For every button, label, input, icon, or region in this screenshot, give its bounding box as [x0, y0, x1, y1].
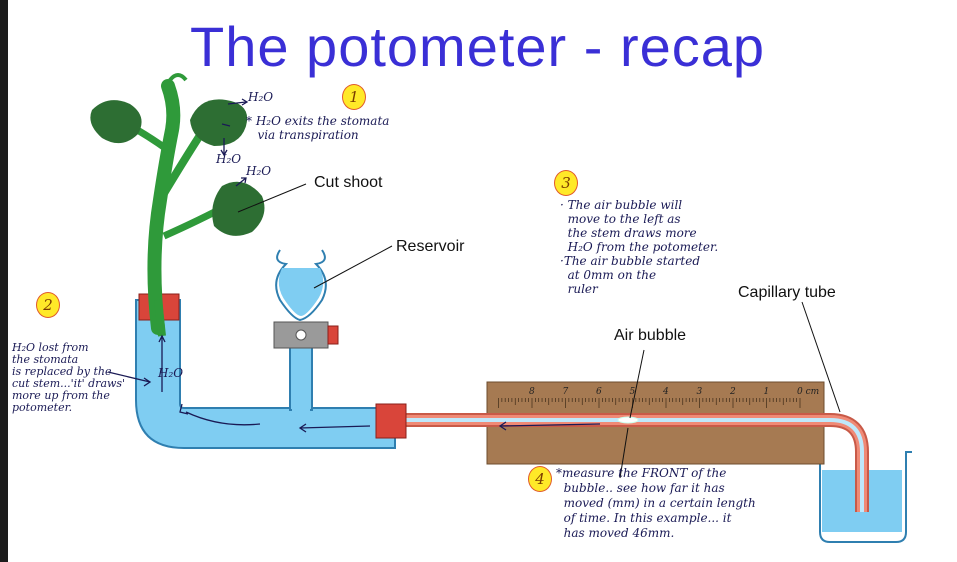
note-h2o-leaf-mid: H₂O	[216, 152, 242, 166]
leaf-lower	[212, 181, 265, 236]
window-edge	[0, 0, 8, 562]
badge-4: 4	[528, 466, 552, 492]
ruler-label: 2	[729, 387, 736, 397]
ruler-label: 5	[630, 387, 636, 397]
note-h2o-stem: H₂O	[158, 366, 184, 380]
ruler-ticks: 8 7 6 5 4 3 2 1 0 cm	[498, 387, 819, 408]
badge-2: 2	[36, 292, 60, 318]
leader-lines	[237, 183, 841, 479]
ruler-label: 4	[662, 387, 669, 397]
badge-1: 1	[342, 84, 366, 110]
note-2-replacement: H₂O lost from the stomata is replaced by…	[12, 341, 126, 414]
badge-3: 3	[554, 170, 578, 196]
label-capillary-tube: Capillary tube	[738, 284, 836, 301]
ruler-label: 1	[764, 387, 770, 397]
air-bubble-shape	[617, 416, 639, 424]
capillary-tube	[375, 403, 869, 512]
page-title: The potometer - recap	[190, 15, 766, 78]
ruler-label: 7	[563, 387, 569, 397]
ruler-label: 3	[697, 387, 703, 397]
potometer-tube	[135, 249, 396, 449]
ruler-label: 0 cm	[797, 387, 819, 397]
cut-shoot	[90, 73, 265, 337]
leaf-left	[90, 100, 142, 144]
note-3-bubble-movement: · The air bubble will move to the left a…	[560, 198, 719, 296]
label-cut-shoot: Cut shoot	[314, 174, 383, 191]
note-4-measure: *measure the FRONT of the bubble.. see h…	[556, 466, 756, 540]
ruler-label: 8	[529, 387, 535, 397]
note-h2o-leaf-lower: H₂O	[246, 164, 272, 178]
label-air-bubble: Air bubble	[614, 327, 687, 344]
note-h2o-leaf-top: H₂O	[248, 90, 274, 104]
note-exits-stomata: * H₂O exits the stomata via transpiratio…	[246, 114, 390, 142]
ruler-label: 6	[596, 387, 602, 397]
label-reservoir: Reservoir	[396, 238, 465, 255]
water-flow-arrows	[107, 98, 601, 433]
leaf-top	[190, 99, 248, 146]
